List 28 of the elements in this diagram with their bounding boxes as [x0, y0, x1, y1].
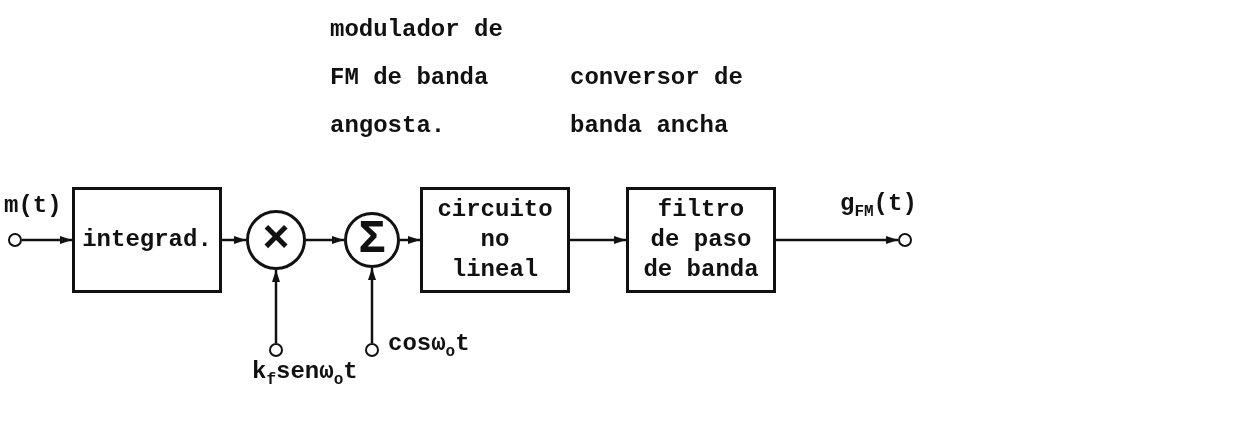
block-label: circuito no lineal: [436, 195, 554, 285]
process-box: [420, 187, 570, 293]
signal-label: m(t): [4, 192, 62, 219]
terminal-circle: [269, 343, 283, 357]
process-box: [72, 187, 222, 293]
signal-label: k$_{f}$senω$_{o}$t: [252, 358, 358, 389]
block-label: integrad.: [82, 225, 212, 255]
process-box: [626, 187, 776, 293]
arrow: [368, 268, 376, 343]
arrow: [570, 236, 626, 244]
operator-circle: [344, 212, 400, 268]
operator-circle: [246, 210, 306, 270]
operator-symbol: Σ: [358, 217, 386, 263]
signal-label: g$_{FM}$(t): [840, 190, 917, 221]
section-heading: modulador de FM de banda angosta.: [330, 15, 504, 141]
terminal-circle: [8, 233, 22, 247]
section-heading: conversor de banda ancha: [570, 63, 744, 141]
arrow: [776, 236, 898, 244]
operator-symbol: ×: [262, 217, 290, 263]
terminal-circle: [365, 343, 379, 357]
arrow: [400, 236, 420, 244]
terminal-circle: [898, 233, 912, 247]
arrow: [22, 236, 72, 244]
arrow: [222, 236, 246, 244]
signal-label: cosω$_{o}$t: [388, 330, 470, 361]
arrow: [306, 236, 344, 244]
arrow: [272, 270, 280, 343]
block-label: filtro de paso de banda: [642, 195, 760, 285]
